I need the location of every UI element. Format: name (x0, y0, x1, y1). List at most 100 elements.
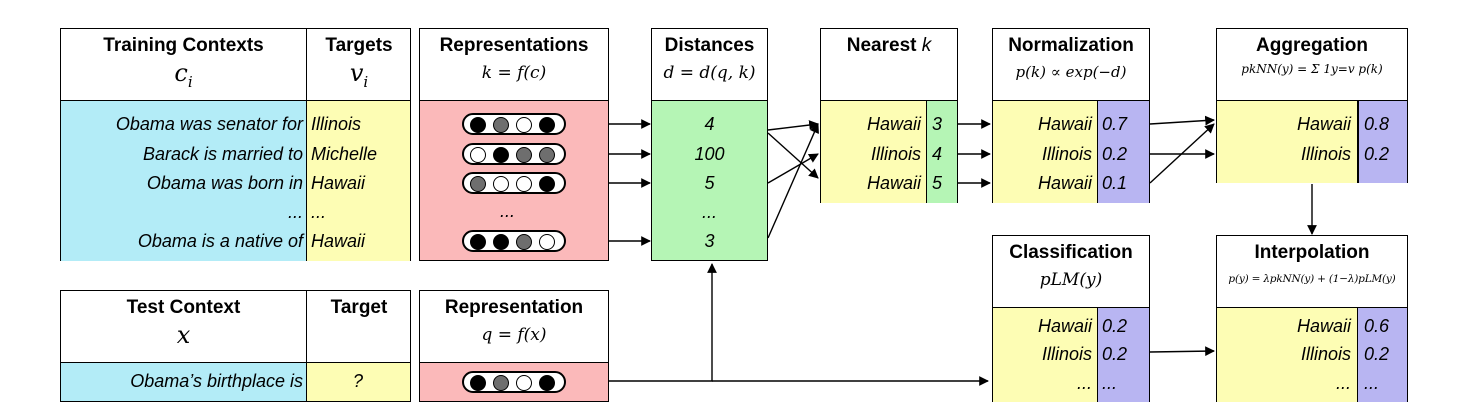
vector-dot (470, 147, 486, 163)
vector-dot (493, 147, 509, 163)
target-row: Illinois (311, 114, 362, 134)
key-vector (462, 172, 566, 194)
target-row: Hawaii (311, 173, 366, 193)
target-row: Michelle (311, 144, 378, 164)
interpolation-label: Illinois (1300, 344, 1351, 364)
context-row: Obama is a native of (137, 231, 303, 251)
distance-value: 3 (704, 231, 715, 251)
classification-labels (993, 308, 1097, 402)
targets-header: Targets vi (307, 29, 411, 99)
test-header: Test Context x Target (61, 291, 410, 363)
interpolation-header: Interpolation p(y) = λpkNN(y) + (1−λ)pLM… (1217, 236, 1407, 308)
test-table: Test Context x Target Obama’s birthplace… (60, 290, 411, 402)
context-row: Obama was born in (146, 173, 303, 193)
aggregation-label: Illinois (1300, 144, 1351, 164)
nearest-value: 4 (932, 144, 943, 164)
aggregation-formula: pkNN(y) = Σ 1y=v p(k) (1241, 62, 1383, 76)
test-target-title: Target (330, 297, 388, 318)
header-divider (306, 29, 307, 100)
contexts-header: Training Contexts ci (61, 29, 306, 99)
nearest-panel: Nearest k Hawaii Illinois Hawaii 3 4 5 (820, 28, 958, 203)
interpolation-value: 0.2 (1364, 344, 1390, 364)
classification-value: ... (1102, 373, 1118, 393)
vector-dot (516, 234, 532, 250)
representations-header: Representations k = f(c) (420, 29, 608, 101)
vector-dot (539, 147, 555, 163)
nearest-label: Hawaii (866, 114, 921, 134)
interpolation-formula: p(y) = λpkNN(y) + (1−λ)pLM(y) (1228, 273, 1396, 285)
arrow (767, 123, 819, 239)
representation-title: Representation (444, 297, 584, 318)
nearest-label: Illinois (870, 144, 921, 164)
aggregation-header: Aggregation pkNN(y) = Σ 1y=v p(k) (1217, 29, 1407, 101)
vector-dot (516, 147, 532, 163)
test-target-body (306, 363, 410, 401)
nearest-value: 3 (932, 114, 943, 134)
arrow (767, 132, 819, 179)
normalization-value: 0.7 (1102, 114, 1128, 134)
interpolation-label: Hawaii (1296, 316, 1351, 336)
vector-dot (516, 375, 532, 391)
normalization-header: Normalization p(k) ∝ exp(−d) (993, 29, 1149, 101)
interpolation-values (1357, 308, 1407, 402)
key-vector (462, 113, 566, 135)
classification-label: ... (1076, 373, 1092, 393)
targets-body (306, 101, 410, 261)
test-context-title: Test Context (126, 297, 241, 318)
distances-header: Distances d = d(q, k) (652, 29, 767, 101)
contexts-var: ci (174, 59, 193, 91)
vector-dot (493, 375, 509, 391)
interpolation-title: Interpolation (1254, 242, 1370, 263)
vector-dot (539, 176, 555, 192)
classification-panel: Classification pLM(y) Hawaii Illinois ..… (992, 235, 1150, 402)
representations-formula: k = f(c) (481, 63, 547, 83)
arrow (1149, 123, 1215, 184)
normalization-title: Normalization (1008, 35, 1134, 56)
distance-value: 5 (704, 173, 715, 193)
query-vector (462, 371, 566, 393)
normalization-value: 0.1 (1102, 173, 1128, 193)
interpolation-panel: Interpolation p(y) = λpkNN(y) + (1−λ)pLM… (1216, 235, 1408, 402)
aggregation-label: Hawaii (1296, 114, 1351, 134)
vector-dot (493, 234, 509, 250)
target-row: Hawaii (311, 231, 366, 251)
classification-header: Classification pLM(y) (993, 236, 1149, 308)
test-context: Obama’s birthplace is (130, 371, 303, 391)
vector-dot (470, 117, 486, 133)
arrow (608, 263, 717, 382)
classification-value: 0.2 (1102, 316, 1128, 336)
aggregation-labels (1217, 101, 1357, 183)
test-target: ? (352, 371, 363, 391)
test-context-body (61, 363, 306, 401)
interpolation-label: ... (1335, 373, 1351, 393)
nearest-header: Nearest k (821, 29, 957, 101)
arrow (1149, 115, 1215, 126)
representation-formula: q = f(x) (481, 325, 547, 345)
contexts-title: Training Contexts (103, 35, 264, 56)
nearest-value: 5 (932, 173, 943, 193)
normalization-label: Hawaii (1037, 173, 1092, 193)
context-row: Obama was senator for (115, 114, 303, 134)
ellipsis: ... (500, 201, 516, 221)
representation-header: Representation q = f(x) (420, 291, 608, 363)
normalization-labels (993, 101, 1097, 203)
context-row: ... (287, 202, 303, 222)
training-header: Training Contexts ci Targets vi (61, 29, 410, 101)
vector-dot (539, 117, 555, 133)
aggregation-title: Aggregation (1256, 35, 1368, 56)
arrow (1149, 346, 1215, 357)
normalization-label: Illinois (1041, 144, 1092, 164)
vector-dot (493, 117, 509, 133)
vector-dot (493, 176, 509, 192)
vector-dot (516, 176, 532, 192)
interpolation-labels (1217, 308, 1357, 402)
arrow (767, 153, 819, 184)
distance-value: 4 (704, 114, 715, 134)
header-divider (306, 291, 307, 362)
classification-values (1097, 308, 1149, 402)
training-table: Training Contexts ci Targets vi Obama wa… (60, 28, 411, 261)
interpolation-value: ... (1364, 373, 1380, 393)
distance-value: 100 (694, 144, 725, 164)
nearest-labels (821, 101, 926, 203)
